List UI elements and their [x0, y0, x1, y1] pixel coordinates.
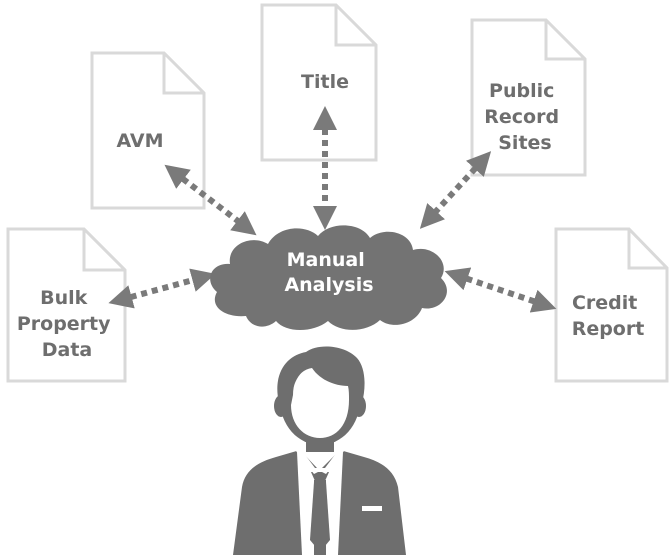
document-credit-report-label: Credit Report — [572, 292, 645, 340]
document-avm-label: AVM — [116, 130, 163, 152]
document-public-records: Public Record Sites — [470, 18, 587, 177]
connector-bulk-property — [108, 268, 216, 309]
document-public-records-label: Public Record Sites — [484, 80, 565, 154]
businessman-icon — [233, 346, 406, 555]
cloud-icon — [210, 225, 447, 330]
connector-avm — [164, 164, 257, 236]
manual-analysis-cloud: Manual Analysis — [210, 225, 447, 330]
document-bulk-property-label: Bulk Property Data — [17, 287, 117, 361]
manual-analysis-label: Manual Analysis — [284, 249, 373, 296]
document-avm: AVM — [90, 51, 206, 210]
connector-public-records — [419, 151, 492, 229]
document-title-label: Title — [301, 71, 349, 93]
document-icon — [6, 227, 127, 383]
connector-credit-report — [444, 267, 557, 313]
document-title: Title — [260, 3, 378, 162]
document-bulk-property: Bulk Property Data — [6, 227, 127, 383]
document-credit-report: Credit Report — [554, 227, 669, 383]
